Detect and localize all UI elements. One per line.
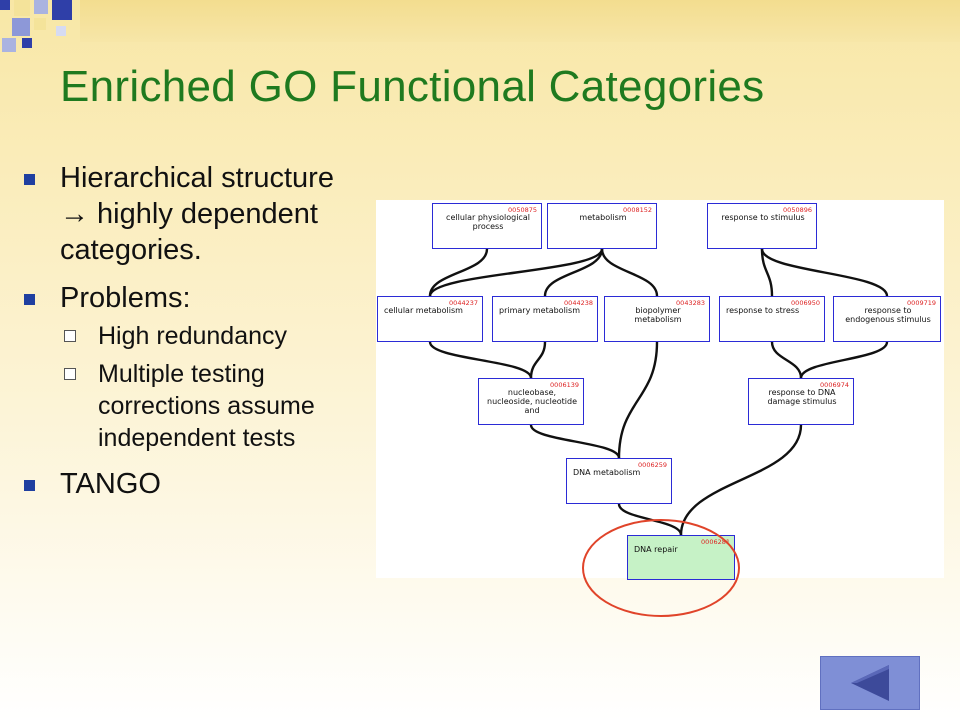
diagram-edge xyxy=(760,248,889,297)
go-node-label: biopolymer metabolism xyxy=(634,306,682,324)
diagram-edge xyxy=(543,248,604,297)
sub-bullet-item: Multiple testing corrections assume inde… xyxy=(60,358,367,454)
go-node-id: 0006259 xyxy=(638,461,667,469)
go-node-label: metabolism xyxy=(579,213,627,222)
previous-slide-button[interactable] xyxy=(820,656,920,710)
go-node-id: 0044237 xyxy=(449,299,478,307)
diagram-edge xyxy=(617,341,659,459)
go-node-id: 0009719 xyxy=(907,299,936,307)
go-node-label: cellular metabolism xyxy=(384,306,463,315)
bullet-item: TANGO xyxy=(22,466,367,502)
go-node-id: 0006139 xyxy=(550,381,579,389)
go-hierarchy-diagram: 0050875 cellular physiological process 0… xyxy=(376,200,944,580)
sub-bullet-item: High redundancy xyxy=(60,320,367,352)
go-node-response-to-stimulus: 0050896 response to stimulus xyxy=(707,203,817,249)
diagram-edge xyxy=(428,341,533,379)
go-node-metabolism: 0008152 metabolism xyxy=(547,203,657,249)
diagram-edge xyxy=(600,248,659,297)
go-node-label: DNA metabolism xyxy=(573,468,641,477)
diagram-edge xyxy=(428,248,604,297)
go-node-id: 0043283 xyxy=(676,299,705,307)
go-node-response-to-stress: 0006950 response to stress xyxy=(719,296,825,342)
go-node-label: nucleobase, nucleoside, nucleotide and xyxy=(487,388,577,415)
diagram-edge xyxy=(529,341,547,379)
go-node-dna-repair: 0006281 DNA repair xyxy=(627,535,735,580)
go-node-id: 0006950 xyxy=(791,299,820,307)
diagram-edge xyxy=(679,424,803,536)
back-triangle-icon xyxy=(851,665,889,701)
bullet-item: Problems: High redundancy Multiple testi… xyxy=(22,280,367,454)
diagram-edge xyxy=(428,248,489,297)
bullet-text: Hierarchical structure → highly dependen… xyxy=(60,162,334,266)
bullet-text: TANGO xyxy=(60,468,161,500)
go-node-label: response to stimulus xyxy=(721,213,805,222)
go-node-label: response to DNA damage stimulus xyxy=(767,388,837,406)
go-node-response-to-endogenous-stimulus: 0009719 response to endogenous stimulus xyxy=(833,296,941,342)
sub-bullet-text: High redundancy xyxy=(98,322,288,350)
diagram-edge xyxy=(799,341,889,379)
go-node-cellular-metabolism: 0044237 cellular metabolism xyxy=(377,296,483,342)
bullet-item: Hierarchical structure → highly dependen… xyxy=(22,160,367,268)
go-node-id: 0044238 xyxy=(564,299,593,307)
go-node-label: primary metabolism xyxy=(499,306,580,315)
go-node-label: response to stress xyxy=(726,306,800,315)
go-node-id: 0050875 xyxy=(508,206,537,214)
go-node-dna-metabolism: 0006259 DNA metabolism xyxy=(566,458,672,504)
diagram-edge xyxy=(770,341,803,379)
bullet-text: Problems: xyxy=(60,282,191,314)
diagram-edges xyxy=(428,248,889,536)
sub-bullet-text: Multiple testing corrections assume inde… xyxy=(98,360,315,452)
go-node-nucleobase-nucleoside-nucleotide: 0006139 nucleobase, nucleoside, nucleoti… xyxy=(478,378,584,425)
go-node-biopolymer-metabolism: 0043283 biopolymer metabolism xyxy=(604,296,710,342)
diagram-edge xyxy=(760,248,774,297)
go-node-label: DNA repair xyxy=(634,545,678,554)
go-node-id: 0006974 xyxy=(820,381,849,389)
slide-title: Enriched GO Functional Categories xyxy=(60,62,765,111)
go-node-label: response to endogenous stimulus xyxy=(845,306,931,324)
diagram-edge xyxy=(617,503,683,536)
go-node-primary-metabolism: 0044238 primary metabolism xyxy=(492,296,598,342)
header-band xyxy=(80,0,960,42)
diagram-edge xyxy=(529,424,621,459)
go-node-id: 0050896 xyxy=(783,206,812,214)
bullet-list: Hierarchical structure → highly dependen… xyxy=(22,160,367,514)
go-node-cellular-physiological-process: 0050875 cellular physiological process xyxy=(432,203,542,249)
sub-bullet-list: High redundancy Multiple testing correct… xyxy=(60,320,367,454)
corner-squares-decoration xyxy=(0,0,72,52)
go-node-id: 0008152 xyxy=(623,206,652,214)
go-node-response-to-dna-damage-stimulus: 0006974 response to DNA damage stimulus xyxy=(748,378,854,425)
go-node-label: cellular physiological process xyxy=(446,213,530,231)
